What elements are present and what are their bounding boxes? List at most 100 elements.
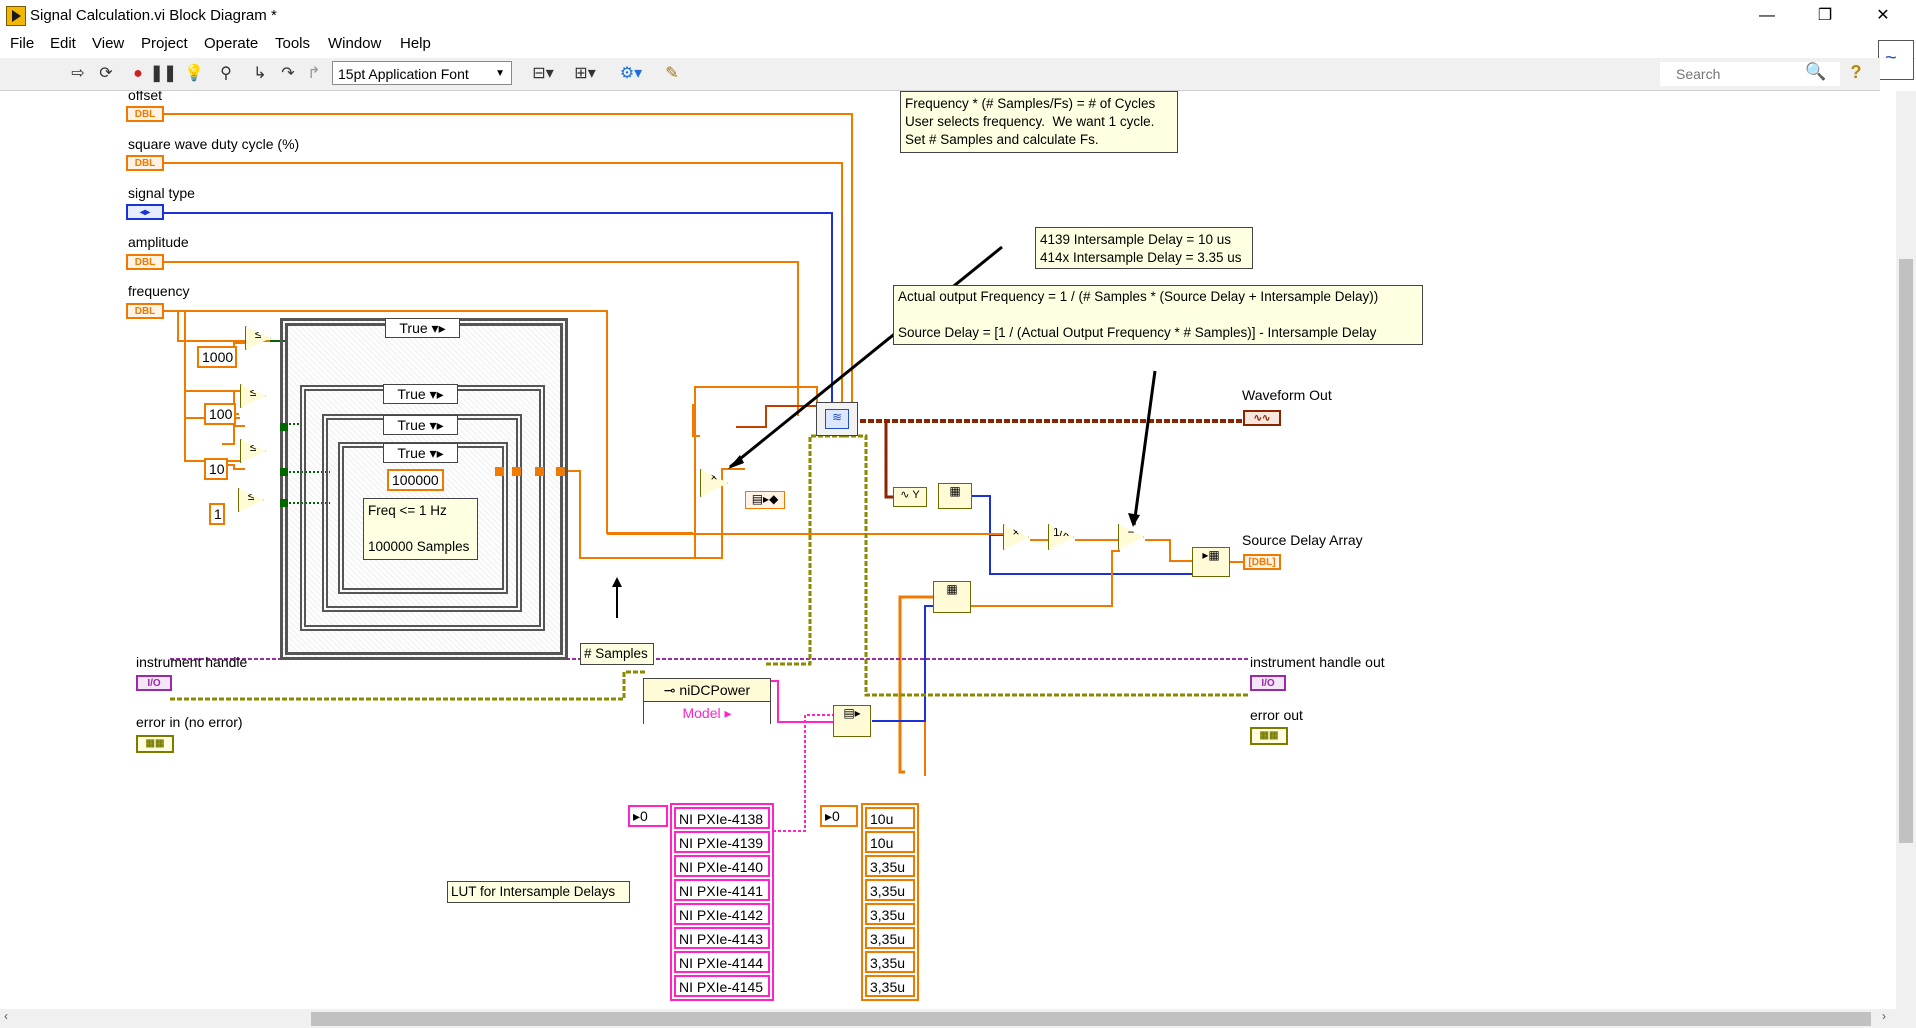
scroll-left-icon[interactable]: ‹ (4, 1009, 8, 1023)
case-selector[interactable]: True ▾▸ (383, 443, 458, 463)
menu-operate[interactable]: Operate (204, 35, 259, 52)
property-node[interactable]: ⊸ niDCPower Model ▸ (643, 678, 771, 724)
bool-tunnel (280, 423, 288, 431)
constant-1000[interactable]: 1000 (197, 346, 237, 368)
step-into-icon[interactable]: ↳ (253, 65, 267, 82)
property-node-class-text: niDCPower (679, 682, 751, 698)
menu-edit[interactable]: Edit (50, 35, 76, 52)
restore-button[interactable]: ❐ (1817, 7, 1833, 24)
run-continuously-icon[interactable]: ⟳ (99, 65, 113, 82)
source-delay-array-terminal[interactable]: [DBL] (1243, 554, 1281, 570)
array-element[interactable]: NI PXIe-4139 (674, 831, 770, 853)
menu-help[interactable]: Help (400, 35, 431, 52)
search-input[interactable] (1660, 62, 1840, 86)
case-selector-value: True (397, 386, 426, 402)
array-element[interactable]: 3,35u (865, 903, 915, 925)
delay-array-index[interactable]: ▸0 (820, 805, 858, 827)
constant-1[interactable]: 1 (209, 503, 225, 525)
build-cluster-node[interactable]: ▤▸◆ (745, 491, 785, 509)
waveform-icon: ∿∿ (1253, 413, 1271, 424)
menu-tools[interactable]: Tools (275, 35, 311, 52)
search-1d-array-node[interactable]: ▤▸ (833, 705, 871, 737)
block-diagram[interactable]: offset DBL square wave duty cycle (%) DB… (0, 91, 1896, 1009)
model-array-index[interactable]: ▸0 (628, 805, 668, 827)
case-selector[interactable]: True ▾▸ (383, 384, 458, 404)
horizontal-scrollbar-thumb[interactable] (311, 1012, 1871, 1026)
property-node-model[interactable]: Model ▸ (644, 702, 770, 724)
duty-cycle-terminal[interactable]: DBL (126, 155, 164, 171)
property-node-model-text: Model (682, 705, 721, 721)
search-icon[interactable]: 🔍 (1805, 62, 1827, 81)
array-element[interactable]: NI PXIe-4142 (674, 903, 770, 925)
close-button[interactable]: ✕ (1876, 7, 1890, 24)
frequency-terminal[interactable]: DBL (126, 303, 164, 319)
constant-10[interactable]: 10 (204, 458, 228, 480)
constant-100000[interactable]: 100000 (387, 469, 444, 491)
waveform-out-terminal[interactable]: ∿∿ (1243, 410, 1281, 426)
distribute-objects-icon[interactable]: ⊞▾ (574, 65, 596, 82)
instrument-handle-out-terminal[interactable]: I/O (1250, 675, 1286, 691)
array-size-node[interactable]: ▦ (938, 483, 972, 509)
array-element[interactable]: NI PXIe-4141 (674, 879, 770, 901)
delay-array-index-value: 0 (832, 808, 840, 824)
align-objects-icon[interactable]: ⊟▾ (532, 65, 554, 82)
get-waveform-components-node[interactable]: ∿ Y (893, 487, 927, 507)
scroll-right-icon[interactable]: › (1882, 1009, 1886, 1023)
context-help-icon[interactable]: ? (1850, 62, 1862, 82)
font-selector[interactable]: 15pt Application Font▼ (332, 61, 512, 85)
array-element[interactable]: NI PXIe-4140 (674, 855, 770, 877)
amplitude-terminal[interactable]: DBL (126, 254, 164, 270)
dbl-tag: DBL (1251, 557, 1273, 568)
clean-up-diagram-icon[interactable]: ✎ (665, 65, 679, 82)
run-arrow-icon[interactable]: ⇨ (71, 65, 85, 82)
step-over-icon[interactable]: ↷ (281, 65, 295, 82)
vi-icon[interactable] (1878, 40, 1914, 80)
reorder-icon[interactable]: ⚙▾ (619, 65, 643, 82)
menu-file[interactable]: File (10, 35, 35, 52)
vertical-scrollbar-thumb[interactable] (1899, 259, 1913, 843)
menu-project[interactable]: Project (141, 35, 188, 52)
array-element[interactable]: NI PXIe-4144 (674, 951, 770, 973)
signal-type-terminal[interactable]: ◂▸ (126, 204, 164, 220)
font-selector-value: 15pt Application Font (338, 66, 469, 82)
array-element[interactable]: NI PXIe-4138 (674, 807, 770, 829)
pause-icon[interactable]: ❚❚ (150, 65, 177, 82)
array-element[interactable]: 3,35u (865, 879, 915, 901)
error-out-terminal[interactable]: ▦▦ (1250, 727, 1288, 745)
menu-window[interactable]: Window (328, 35, 382, 52)
constant-100[interactable]: 100 (204, 403, 236, 425)
minimize-button[interactable]: — (1759, 7, 1775, 24)
array-element[interactable]: NI PXIe-4145 (674, 975, 770, 997)
index-array-node[interactable]: ▦ (933, 581, 971, 613)
array-element[interactable]: 3,35u (865, 951, 915, 973)
menu-view[interactable]: View (92, 35, 125, 52)
array-element[interactable]: 10u (865, 807, 915, 829)
offset-terminal[interactable]: DBL (126, 106, 164, 122)
error-in-terminal[interactable]: ▦▦ (136, 735, 174, 753)
horizontal-scrollbar[interactable]: ‹ › (0, 1009, 1896, 1028)
step-out-icon[interactable]: ↱ (307, 65, 321, 82)
array-element[interactable]: NI PXIe-4143 (674, 927, 770, 949)
array-element[interactable]: 3,35u (865, 975, 915, 997)
retain-wire-values-icon[interactable]: ⚲ (220, 65, 232, 82)
array-element[interactable]: 3,35u (865, 855, 915, 877)
instrument-handle-terminal[interactable]: I/O (136, 675, 172, 691)
bool-tunnel (280, 468, 288, 476)
array-element[interactable]: 3,35u (865, 927, 915, 949)
title-bar: Signal Calculation.vi Block Diagram * — … (0, 0, 1916, 32)
case-selector[interactable]: True ▾▸ (383, 415, 458, 435)
highlight-execution-icon[interactable]: 💡 (184, 65, 204, 82)
array-element[interactable]: 10u (865, 831, 915, 853)
note-line: Frequency * (# Samples/Fs) = # of Cycles (905, 96, 1156, 111)
build-array-node[interactable]: ▸▦ (1192, 547, 1230, 577)
case-selector[interactable]: True ▾▸ (385, 318, 460, 338)
vertical-scrollbar[interactable] (1896, 91, 1916, 1009)
instrument-handle-out-label: instrument handle out (1250, 654, 1385, 670)
error-cluster-icon: ▦▦ (1259, 730, 1279, 741)
basic-function-generator-subvi[interactable]: ≋ (816, 402, 858, 436)
note-samples: # Samples (580, 643, 654, 665)
abort-icon[interactable]: ● (133, 65, 143, 82)
